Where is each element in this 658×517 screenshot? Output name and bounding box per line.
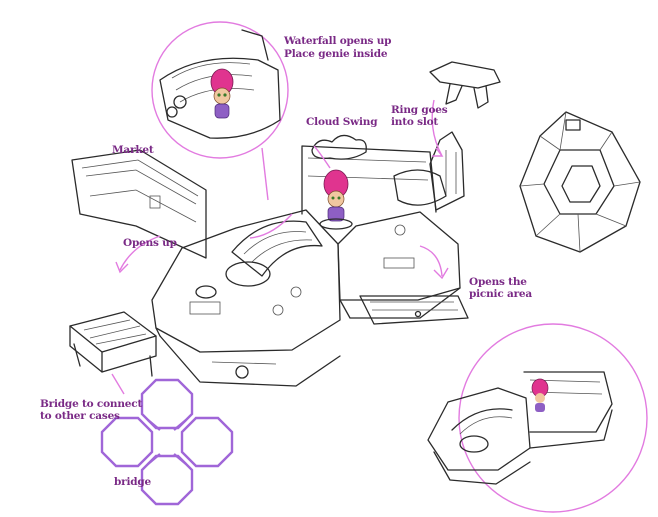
bridge-layout bbox=[100, 378, 234, 506]
closed-playset-callout-circle bbox=[427, 323, 648, 513]
label-bridge-connect-line2: to other cases bbox=[40, 410, 120, 422]
label-market: Market bbox=[112, 144, 154, 156]
label-ring-line1: Ring goes bbox=[391, 104, 448, 116]
label-waterfall-line1: Waterfall opens up bbox=[284, 35, 392, 47]
waterfall-callout-circle bbox=[151, 21, 289, 159]
main-playset bbox=[71, 131, 469, 387]
label-opens-up: Opens up bbox=[123, 237, 177, 249]
closed-gem-case bbox=[519, 111, 641, 253]
label-waterfall-line2: Place genie inside bbox=[284, 48, 388, 60]
genie-figure-main bbox=[319, 169, 353, 230]
label-picnic-line1: Opens the bbox=[469, 276, 527, 288]
label-cloud-swing: Cloud Swing bbox=[306, 116, 378, 128]
bridge-piece bbox=[69, 311, 157, 377]
label-picnic-line2: picnic area bbox=[469, 288, 533, 300]
label-bridge: bridge bbox=[114, 476, 152, 488]
label-ring-line2: into slot bbox=[391, 116, 439, 128]
label-bridge-connect-line1: Bridge to connect bbox=[40, 398, 143, 410]
ring-accessory bbox=[429, 61, 501, 109]
genie-figure-callout bbox=[210, 68, 234, 119]
